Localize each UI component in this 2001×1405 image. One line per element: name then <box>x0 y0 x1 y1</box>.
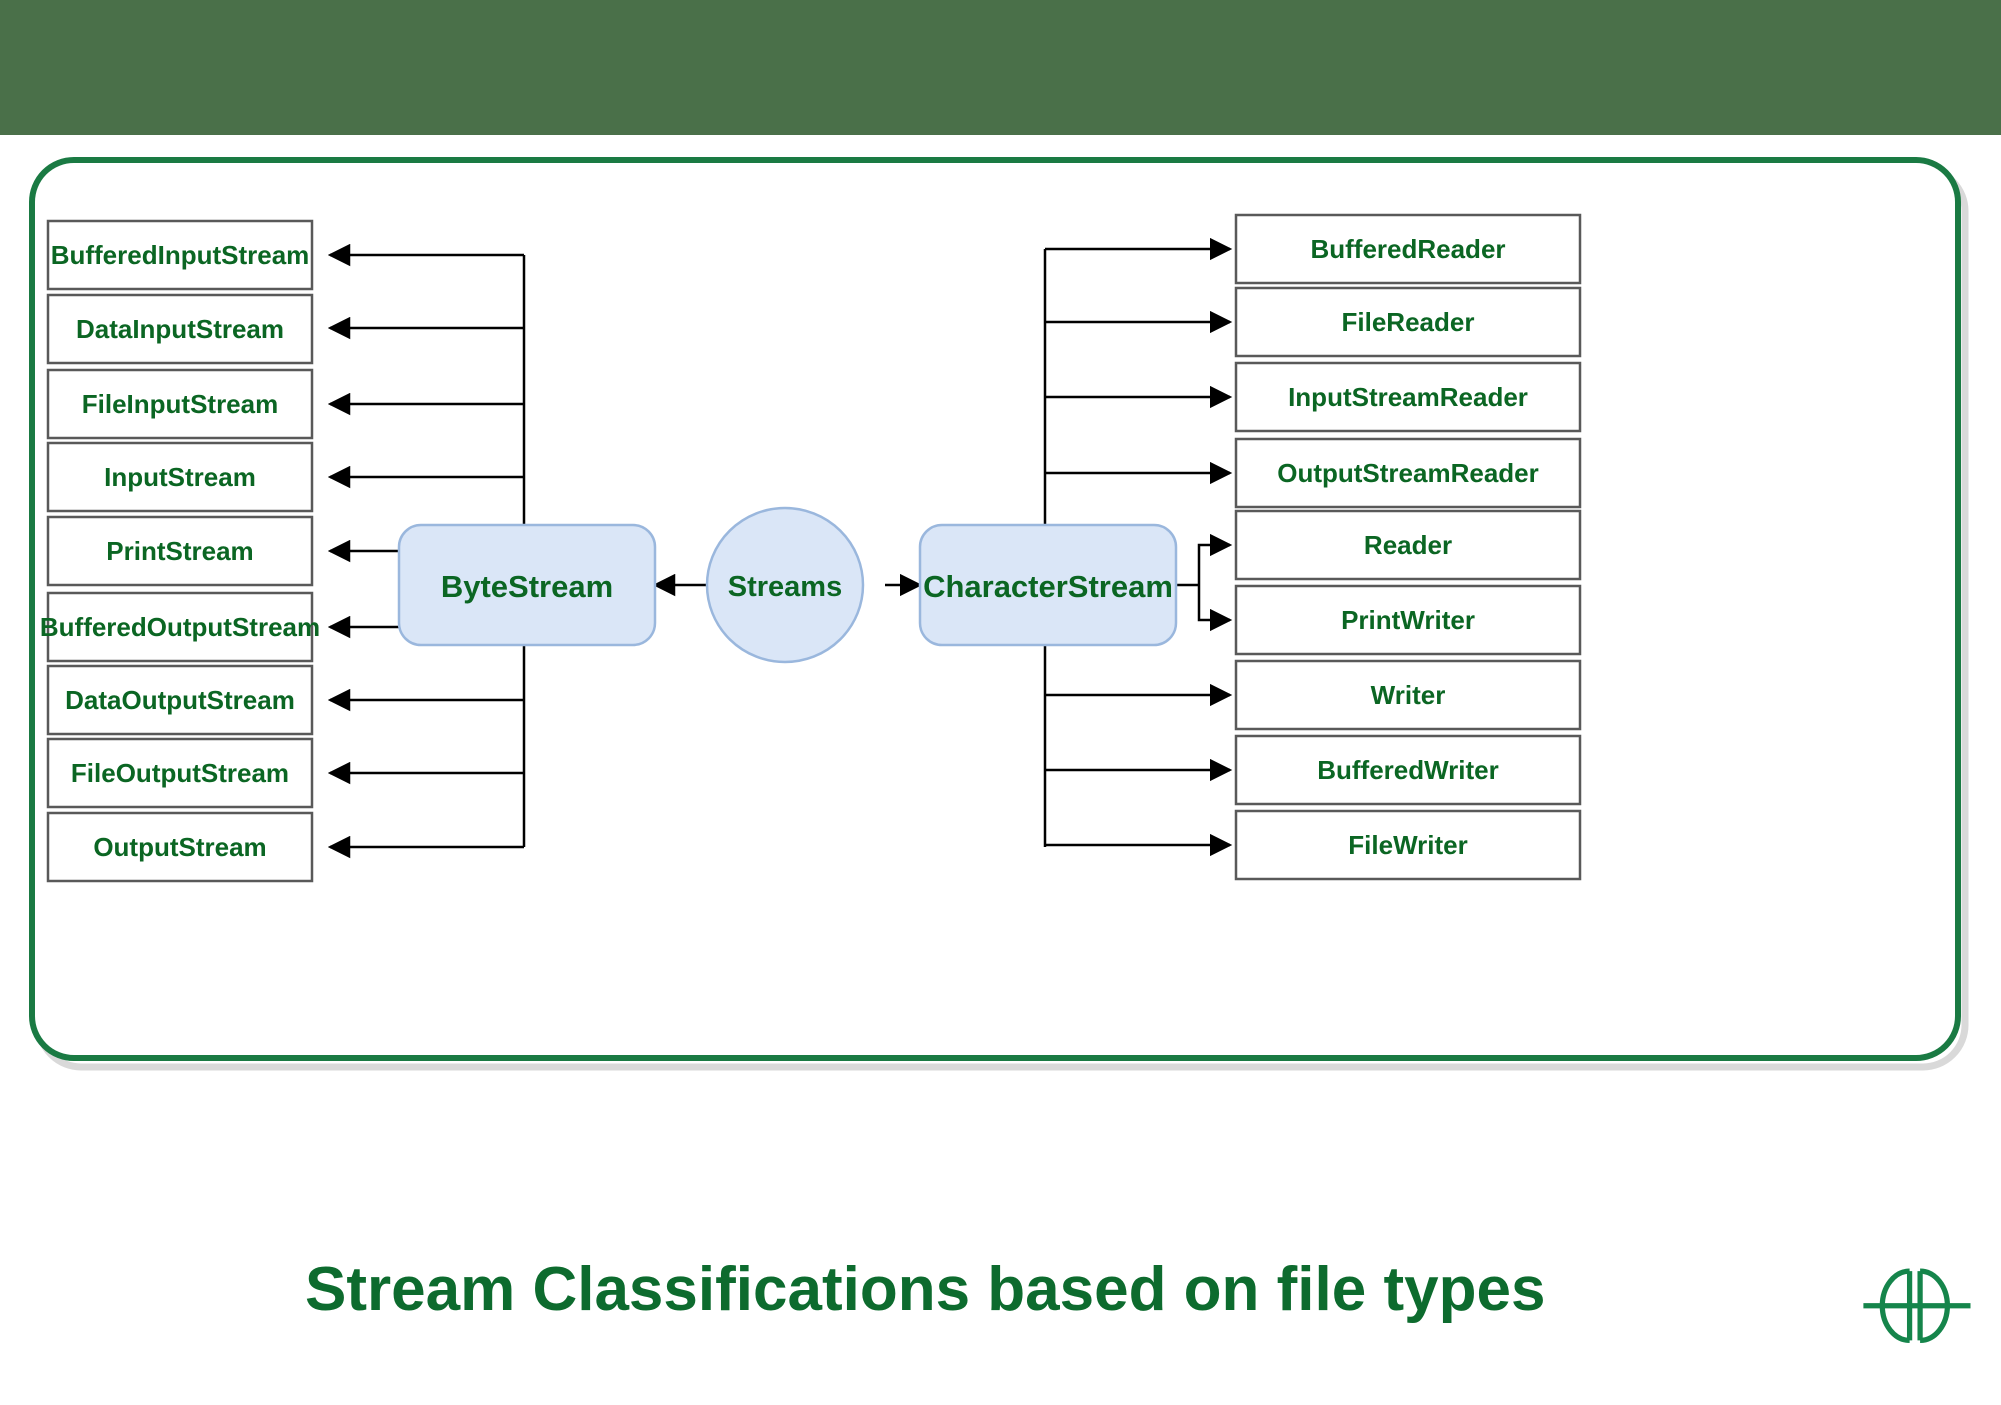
hub-label: ByteStream <box>441 569 613 604</box>
logo-reverse-g-arc <box>1879 1268 1910 1344</box>
leaf-box-outputstreamreader[interactable]: OutputStreamReader <box>1234 437 1582 509</box>
hub-rect <box>918 523 1178 647</box>
leaf-rect <box>46 441 314 513</box>
leaf-box-dataoutputstream[interactable]: DataOutputStream <box>46 664 314 736</box>
leaf-label: FileInputStream <box>82 389 278 419</box>
leaf-box-inputstream[interactable]: InputStream <box>46 441 314 513</box>
root-node-streams[interactable]: Streams <box>705 506 865 664</box>
leaf-label: BufferedOutputStream <box>40 612 320 642</box>
leaf-rect <box>46 664 314 736</box>
leaf-rect <box>1234 734 1582 806</box>
leaf-rect <box>1234 361 1582 433</box>
leaf-label: PrintWriter <box>1341 605 1475 635</box>
leaf-box-outputstream[interactable]: OutputStream <box>46 811 314 883</box>
leaf-rect <box>1234 659 1582 731</box>
leaf-label: BufferedInputStream <box>51 240 310 270</box>
leaf-rect <box>1234 213 1582 285</box>
leaf-box-fileoutputstream[interactable]: FileOutputStream <box>46 737 314 809</box>
leaf-rect <box>46 368 314 440</box>
leaf-box-bufferedoutputstream[interactable]: BufferedOutputStream <box>40 591 320 663</box>
leaf-rect <box>1234 286 1582 358</box>
leaf-rect <box>46 515 314 587</box>
leaf-rect <box>46 293 314 365</box>
hub-rect <box>397 523 657 647</box>
leaf-label: PrintStream <box>106 536 253 566</box>
leaf-box-datainputstream[interactable]: DataInputStream <box>46 293 314 365</box>
top-banner <box>0 0 2001 135</box>
geeksforgeeks-logo <box>1863 1268 1971 1344</box>
hub-node-characterstream[interactable]: CharacterStream <box>918 523 1178 647</box>
root-label: Streams <box>728 571 842 603</box>
leaf-label: DataOutputStream <box>65 685 295 715</box>
leaf-box-filewriter[interactable]: FileWriter <box>1234 809 1582 881</box>
leaf-box-writer[interactable]: Writer <box>1234 659 1582 731</box>
hub-label: CharacterStream <box>923 569 1173 604</box>
leaf-box-reader[interactable]: Reader <box>1234 509 1582 581</box>
leaf-rect <box>1234 809 1582 881</box>
diagram-card: BufferedInputStream DataInputStream File… <box>27 155 1973 1075</box>
leaf-box-inputstreamreader[interactable]: InputStreamReader <box>1234 361 1582 433</box>
stream-classification-diagram: BufferedInputStream DataInputStream File… <box>40 213 1582 883</box>
leaf-rect <box>1234 584 1582 656</box>
leaf-box-bufferedreader[interactable]: BufferedReader <box>1234 213 1582 285</box>
logo-g-arc <box>1919 1268 1950 1344</box>
leaf-label: BufferedReader <box>1310 234 1505 264</box>
leaf-label: InputStreamReader <box>1288 382 1528 412</box>
leaf-label: FileWriter <box>1348 830 1467 860</box>
char-branch-5 <box>1197 533 1233 585</box>
char-branch-6 <box>1197 585 1233 632</box>
leaf-rect <box>1234 437 1582 509</box>
leaf-box-filereader[interactable]: FileReader <box>1234 286 1582 358</box>
leaf-label: FileOutputStream <box>71 758 289 788</box>
leaf-rect <box>1234 509 1582 581</box>
leaf-label: FileReader <box>1342 307 1475 337</box>
leaf-label: OutputStream <box>93 832 266 862</box>
leaf-box-bufferedinputstream[interactable]: BufferedInputStream <box>46 219 314 291</box>
leaf-label: DataInputStream <box>76 314 284 344</box>
leaf-label: BufferedWriter <box>1317 755 1499 785</box>
hub-node-bytestream[interactable]: ByteStream <box>397 523 657 647</box>
leaf-label: OutputStreamReader <box>1277 458 1539 488</box>
leaf-box-fileinputstream[interactable]: FileInputStream <box>46 368 314 440</box>
leaf-box-bufferedwriter[interactable]: BufferedWriter <box>1234 734 1582 806</box>
leaf-label: InputStream <box>104 462 256 492</box>
leaf-box-printstream[interactable]: PrintStream <box>46 515 314 587</box>
character-stream-connectors <box>1043 237 1233 857</box>
character-stream-children-group: BufferedReader FileReader InputStreamRea… <box>1234 213 1582 881</box>
leaf-rect <box>46 811 314 883</box>
root-ellipse <box>705 506 865 664</box>
leaf-rect <box>46 591 314 663</box>
leaf-box-printwriter[interactable]: PrintWriter <box>1234 584 1582 656</box>
leaf-rect <box>46 737 314 809</box>
byte-stream-children-group: BufferedInputStream DataInputStream File… <box>40 219 320 883</box>
leaf-rect <box>46 219 314 291</box>
leaf-label: Reader <box>1364 530 1452 560</box>
leaf-label: Writer <box>1371 680 1446 710</box>
page-title: Stream Classifications based on file typ… <box>305 1255 1545 1324</box>
